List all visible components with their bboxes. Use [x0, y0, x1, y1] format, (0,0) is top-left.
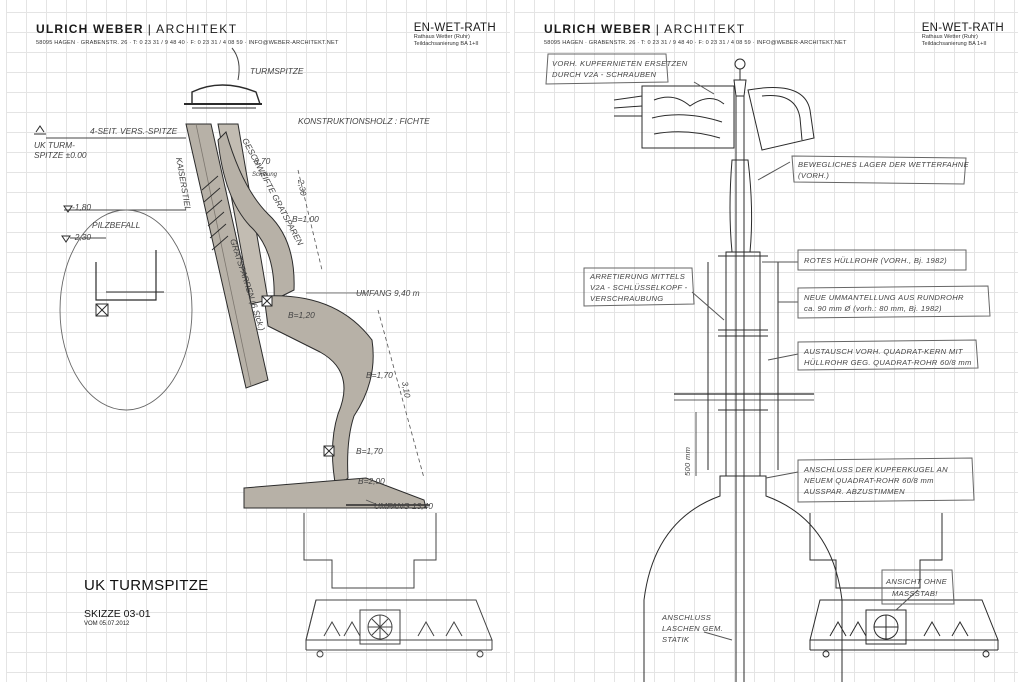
note-austausch-1: AUSTAUSCH VORH. QUADRAT-KERN MIT — [803, 347, 964, 356]
tower-section-drawing: TURMSPITZE KONSTRUKTIONSHOLZ : FICHTE 4-… — [34, 47, 493, 658]
annotation-schalung: Schalung — [252, 172, 278, 178]
annotation-level-180: -1,80 — [72, 202, 91, 212]
annotation-umfang-940: UMFANG 9,40 m — [356, 288, 420, 298]
project-label: EN-WET-RATH Rathaus Wetter (Ruhr) Teilda… — [921, 22, 1004, 47]
note-lager-1: BEWEGLICHES LAGER DER WETTERFAHNE — [798, 160, 970, 169]
annotation-070: 0,70 — [254, 156, 271, 166]
annotation-b200: B=2,00 — [358, 476, 385, 486]
sketch-sheet-left: ULRICH WEBER|ARCHITEKT 58095 HAGEN · GRA… — [6, 0, 510, 682]
annotation-b120: B=1,20 — [288, 310, 315, 320]
architect-address: 58095 HAGEN · GRABENSTR. 26 · T: 0 23 31… — [36, 40, 339, 46]
note-anschluss-1: ANSCHLUSS DER KUPFERKUGEL AN — [803, 465, 948, 474]
note-laschen-2: LASCHEN GEM. — [662, 624, 723, 633]
annotation-vers-spitze: 4-SEIT. VERS.-SPITZE — [90, 126, 178, 136]
annotation-pilzbefall: PILZBEFALL — [92, 220, 141, 230]
note-laschen-1: ANSCHLUSS — [661, 613, 711, 622]
note-arretierung-2: V2A - SCHLÜSSELKOPF - — [590, 283, 688, 292]
note-laschen-3: STATIK — [662, 635, 690, 644]
sketch-sheet-right: ULRICH WEBER|ARCHITEKT 58095 HAGEN · GRA… — [514, 0, 1018, 682]
annotation-level-230: -2,30 — [72, 232, 91, 242]
annotation-turmspitze: TURMSPITZE — [250, 66, 304, 76]
note-ansicht-2: MASSSTAB! — [892, 589, 938, 598]
architect-name: ULRICH WEBER|ARCHITEKT — [36, 22, 238, 36]
note-anschluss-3: AUSSPAR. ABZUSTIMMEN — [803, 487, 905, 496]
sheet-subtitle: SKIZZE 03-01 — [84, 608, 151, 620]
project-label: EN-WET-RATH Rathaus Wetter (Ruhr) Teilda… — [413, 22, 496, 47]
note-arretierung-3: VERSCHRAUBUNG — [590, 294, 664, 303]
annotation-230-dim: 2,30 — [296, 178, 309, 197]
note-kupfernieten-1: VORH. KUPFERNIETEN ERSETZEN — [552, 59, 688, 68]
annotation-konstruktionsholz: KONSTRUKTIONSHOLZ : FICHTE — [298, 116, 430, 126]
dimension-500mm: 500 mm — [683, 447, 692, 476]
annotation-uk-spitze: SPITZE ±0.00 — [34, 150, 87, 160]
note-ummantelung-2: ca. 90 mm Ø (vorh.: 80 mm, Bj. 1982) — [804, 304, 942, 313]
sheet-title: UK TURMSPITZE — [84, 577, 209, 594]
note-austausch-2: HÜLLROHR GEG. QUADRAT-ROHR 60/8 mm — [804, 358, 972, 367]
note-kupfernieten-2: DURCH V2A - SCHRAUBEN — [552, 70, 657, 79]
annotation-kaiserstiel: KAISERSTIEL — [174, 157, 193, 212]
title-block: UK TURMSPITZE SKIZZE 03-01 VOM 05.07.201… — [84, 577, 208, 627]
note-anschluss-2: NEUEM QUADRAT-ROHR 60/8 mm — [804, 476, 934, 485]
note-ansicht-1: ANSICHT OHNE — [885, 577, 948, 586]
annotation-b170-upper: B=1,70 — [366, 370, 393, 380]
annotation-b100: B=1,00 — [292, 214, 319, 224]
note-lager-2: (VORH.) — [798, 171, 829, 180]
note-ummantelung-1: NEUE UMMANTELLUNG AUS RUNDROHR — [804, 293, 964, 302]
architect-address: 58095 HAGEN · GRABENSTR. 26 · T: 0 23 31… — [544, 40, 847, 46]
sheet-date: VOM 05.07.2012 — [84, 621, 130, 627]
spire-elevation-drawing: VORH. KUPFERNIETEN ERSETZEN DURCH V2A - … — [545, 53, 999, 682]
note-arretierung-1: ARRETIERUNG MITTELS — [589, 272, 685, 281]
annotation-b170-lower: B=1,70 — [356, 446, 383, 456]
annotation-umfang-1340: UMFANG 13,40 — [374, 501, 433, 511]
annotation-uk-turm: UK TURM- — [34, 140, 75, 150]
annotation-310-dim: 3,10 — [400, 381, 413, 399]
architect-name: ULRICH WEBER|ARCHITEKT — [544, 22, 746, 36]
note-huellrohr: ROTES HÜLLROHR (VORH., Bj. 1982) — [804, 256, 947, 265]
